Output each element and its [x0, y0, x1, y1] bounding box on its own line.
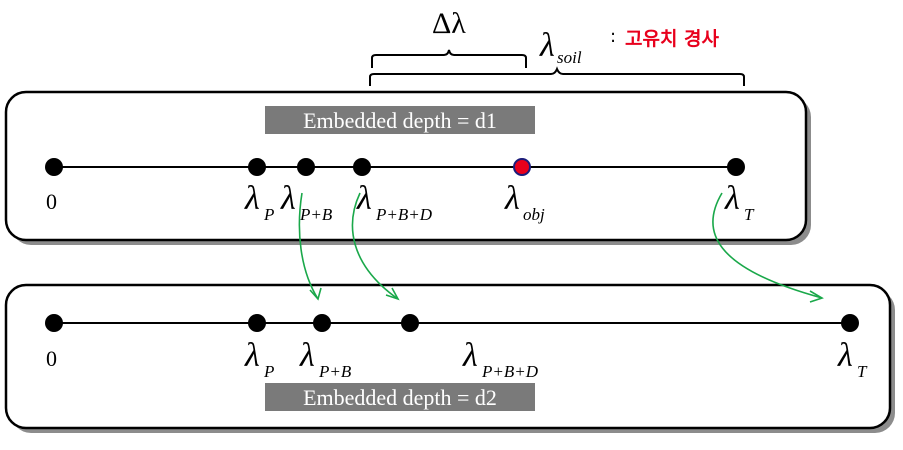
panel-d1-dot-t — [727, 158, 745, 176]
panel-d1-label-pb-sub: P+B — [299, 205, 333, 224]
panel-d1-label-pbd: λ — [356, 180, 372, 217]
panel-d1-dot-obj — [513, 158, 531, 176]
panel-d1-label-p-sub: P — [263, 205, 274, 224]
lambda-soil-subscript: soil — [557, 48, 582, 67]
note-colon: : — [610, 26, 616, 47]
delta-lambda-label: Δλ — [432, 7, 466, 40]
panel-d1-label-p: λ — [244, 180, 260, 217]
note-text: 고유치 경사 — [625, 28, 720, 50]
panel-d2-dot-p — [248, 314, 266, 332]
top-annotation: Δλ λ soil : 고유치 경사 — [369, 7, 745, 86]
panel-d1-dot-zero — [45, 158, 63, 176]
panel-d1: Embedded depth = d1 0 λ P λ P+B λ P+B+D … — [4, 90, 811, 245]
panel-d2: 0 λ P λ P+B λ P+B+D λ T Embedded depth =… — [4, 283, 895, 433]
arrow-t-head — [809, 290, 824, 303]
panel-d2-label-pb: λ — [299, 337, 315, 374]
panel-d1-label-box — [265, 106, 535, 134]
soil-brace — [369, 66, 745, 86]
panel-d2-dot-t — [841, 314, 859, 332]
panel-d2-label-pb-sub: P+B — [318, 362, 352, 381]
panel-d1-label-t-sub: T — [744, 205, 755, 224]
arrow-pbd — [351, 192, 399, 300]
arrow-t — [712, 192, 823, 299]
panel-d1-label: Embedded depth = d1 — [303, 108, 497, 133]
panel-d1-label-obj-sub: obj — [523, 205, 545, 224]
panel-d2-dot-zero — [45, 314, 63, 332]
panel-d2-frame — [4, 283, 892, 430]
panel-d2-label-pbd-sub: P+B+D — [481, 362, 539, 381]
panel-d1-label-pb: λ — [280, 180, 296, 217]
panel-d2-label-t: λ — [837, 337, 853, 374]
panel-d2-label-pbd: λ — [462, 337, 478, 374]
panel-d2-label-zero: 0 — [46, 346, 57, 371]
panel-d1-label-obj: λ — [504, 180, 520, 217]
panel-d2-label-p: λ — [244, 337, 260, 374]
arrow-pbd-head — [385, 287, 400, 301]
panel-d1-label-t: λ — [724, 180, 740, 217]
arrow-pb — [298, 192, 319, 300]
panel-d2-dot-pbd — [401, 314, 419, 332]
panel-d1-label-zero: 0 — [46, 189, 57, 214]
lambda-soil-label: λ — [539, 27, 555, 64]
arrow-pb-head — [309, 287, 322, 301]
delta-brace — [371, 49, 527, 68]
mapping-arrows — [298, 192, 824, 303]
panel-d2-label: Embedded depth = d2 — [303, 385, 497, 410]
panel-d2-dot-pb — [313, 314, 331, 332]
panel-d2-label-box — [265, 383, 535, 411]
panel-d1-dot-pbd — [353, 158, 371, 176]
panel-d2-label-t-sub: T — [857, 362, 868, 381]
panel-d1-dot-pb — [297, 158, 315, 176]
panel-d1-dot-p — [248, 158, 266, 176]
panel-d1-label-pbd-sub: P+B+D — [375, 205, 433, 224]
panel-d2-label-p-sub: P — [263, 362, 274, 381]
